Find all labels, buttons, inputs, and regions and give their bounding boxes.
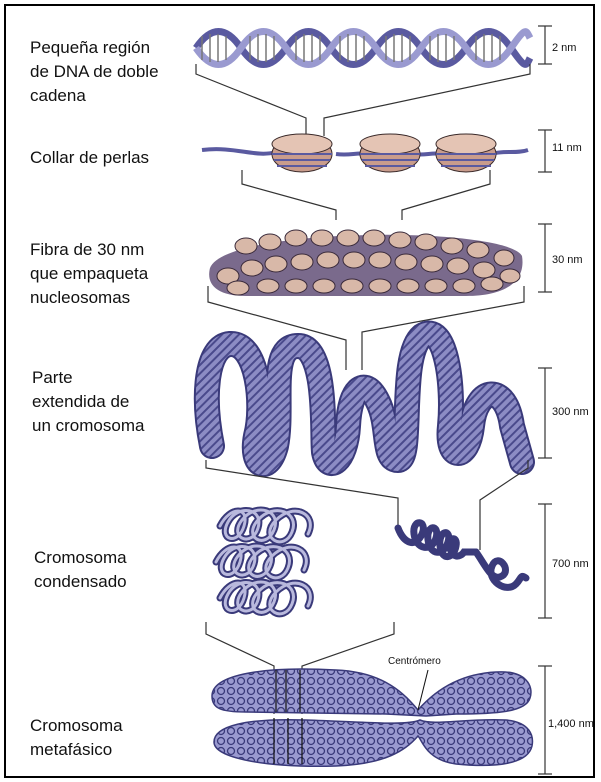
diagram-frame: Pequeña región de DNA de doble cadena Co… — [4, 4, 595, 778]
dna-double-helix — [196, 32, 530, 65]
scale-bar-300nm — [538, 368, 552, 458]
chromatin-illustration — [6, 6, 595, 778]
scale-bar-700nm — [538, 504, 552, 618]
extended-chromosome-section — [207, 334, 522, 465]
connector-lines-1 — [196, 64, 530, 136]
beads-on-string — [202, 134, 528, 172]
nucleosome-1 — [272, 134, 332, 172]
connector-lines-2 — [242, 170, 490, 220]
scale-bars — [538, 26, 552, 774]
scale-bar-30nm — [538, 224, 552, 292]
30nm-fiber — [209, 230, 522, 296]
scale-bar-2nm — [538, 26, 552, 64]
metaphase-chromosome — [212, 669, 532, 766]
scale-bar-1400nm — [538, 666, 552, 774]
nucleosome-3 — [436, 134, 496, 172]
scale-bar-11nm — [538, 130, 552, 172]
nucleosome-2 — [360, 134, 420, 172]
